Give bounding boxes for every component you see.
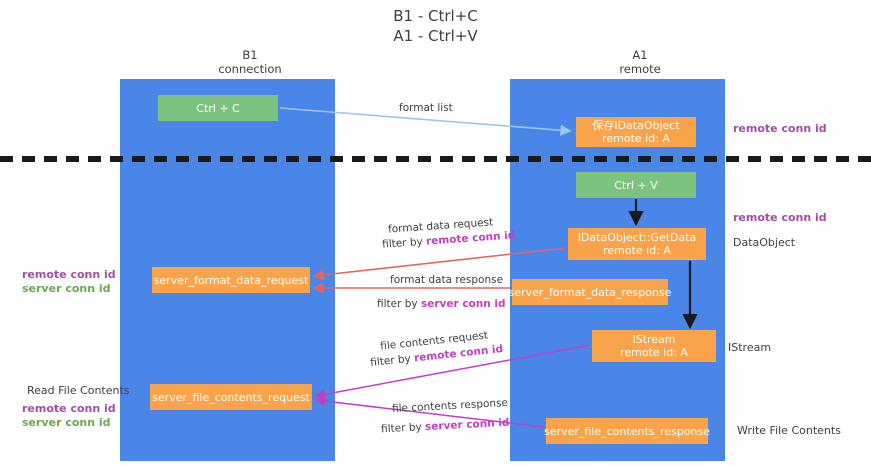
flow-label-file-contents-response-filter: filter by server conn id xyxy=(381,416,510,437)
phase-divider xyxy=(0,156,871,162)
box-server-format-data-request[interactable]: server_format_data_request xyxy=(152,267,310,293)
box-istream-line1: IStream xyxy=(632,333,676,346)
box-idataobject-getdata[interactable]: IDataObject::GetData remote id: A xyxy=(568,228,706,260)
box-idataobject-getdata-line2: remote id: A xyxy=(603,244,671,257)
box-server-file-contents-response-label: server_file_contents_response xyxy=(544,424,710,438)
column-header-b1-role: connection xyxy=(218,62,282,76)
title-line-1: B1 - Ctrl+C xyxy=(393,7,478,25)
box-istream[interactable]: IStream remote id: A xyxy=(592,330,716,362)
column-header-b1: B1 connection xyxy=(150,48,350,76)
flow-label-file-contents-response: file contents response xyxy=(391,396,509,416)
box-data-object-remote-line1: 保存IDataObject xyxy=(592,119,680,132)
filter-prefix: filter by xyxy=(381,235,427,251)
box-server-format-data-response[interactable]: server_format_data_response xyxy=(509,279,671,305)
box-server-file-contents-response[interactable]: server_file_contents_response xyxy=(544,418,710,444)
filter-key-server-conn-id-2: server conn id xyxy=(424,416,510,434)
box-ctrl-c[interactable]: Ctrl + C xyxy=(158,95,278,121)
annotation-left-remote-conn-id-2: remote conn id xyxy=(22,402,116,415)
page-title: B1 - Ctrl+C A1 - Ctrl+V xyxy=(0,6,871,46)
annotation-left-conn-ids-top: remote conn id server conn id xyxy=(22,268,116,296)
box-idataobject-getdata-line1: IDataObject::GetData xyxy=(577,231,697,244)
box-data-object-remote-line2: remote id: A xyxy=(602,132,670,145)
filter-prefix: filter by xyxy=(369,352,415,369)
annotation-write-file-contents: Write File Contents xyxy=(737,424,841,437)
flow-label-format-data-response-filter: filter by server conn id xyxy=(377,297,506,311)
box-server-file-contents-request[interactable]: server_file_contents_request xyxy=(150,384,312,410)
title-line-2: A1 - Ctrl+V xyxy=(393,27,478,45)
box-ctrl-c-label: Ctrl + C xyxy=(196,101,240,115)
box-server-format-data-request-label: server_format_data_request xyxy=(153,273,309,287)
annotation-left-server-conn-id: server conn id xyxy=(22,282,111,295)
annotation-remote-conn-id-mid: remote conn id xyxy=(733,211,827,224)
box-server-format-data-response-label: server_format_data_response xyxy=(508,285,672,299)
annotation-left-server-conn-id-2: server conn id xyxy=(22,416,111,429)
annotation-left-conn-ids-bottom: remote conn id server conn id xyxy=(22,402,116,430)
annotation-left-remote-conn-id: remote conn id xyxy=(22,268,116,281)
annotation-data-object: DataObject xyxy=(733,236,796,249)
box-data-object-remote[interactable]: 保存IDataObject remote id: A xyxy=(576,117,696,147)
box-ctrl-v[interactable]: Ctrl + V xyxy=(576,172,696,198)
column-header-b1-name: B1 xyxy=(242,48,258,62)
box-ctrl-v-label: Ctrl + V xyxy=(614,178,658,192)
annotation-remote-conn-id-top: remote conn id xyxy=(733,122,827,135)
column-header-a1-name: A1 xyxy=(632,48,648,62)
annotation-read-file-contents: Read File Contents xyxy=(27,384,130,397)
filter-prefix: filter by xyxy=(377,298,421,310)
flow-label-format-data-response: format data response xyxy=(390,274,504,286)
column-header-a1: A1 remote xyxy=(540,48,740,76)
filter-prefix: filter by xyxy=(380,421,426,436)
filter-key-server-conn-id: server conn id xyxy=(420,298,506,310)
column-header-a1-role: remote xyxy=(619,62,661,76)
box-server-file-contents-request-label: server_file_contents_request xyxy=(152,390,310,404)
flow-label-format-list: format list xyxy=(399,102,453,114)
box-istream-line2: remote id: A xyxy=(620,346,688,359)
annotation-istream: IStream xyxy=(728,341,772,354)
